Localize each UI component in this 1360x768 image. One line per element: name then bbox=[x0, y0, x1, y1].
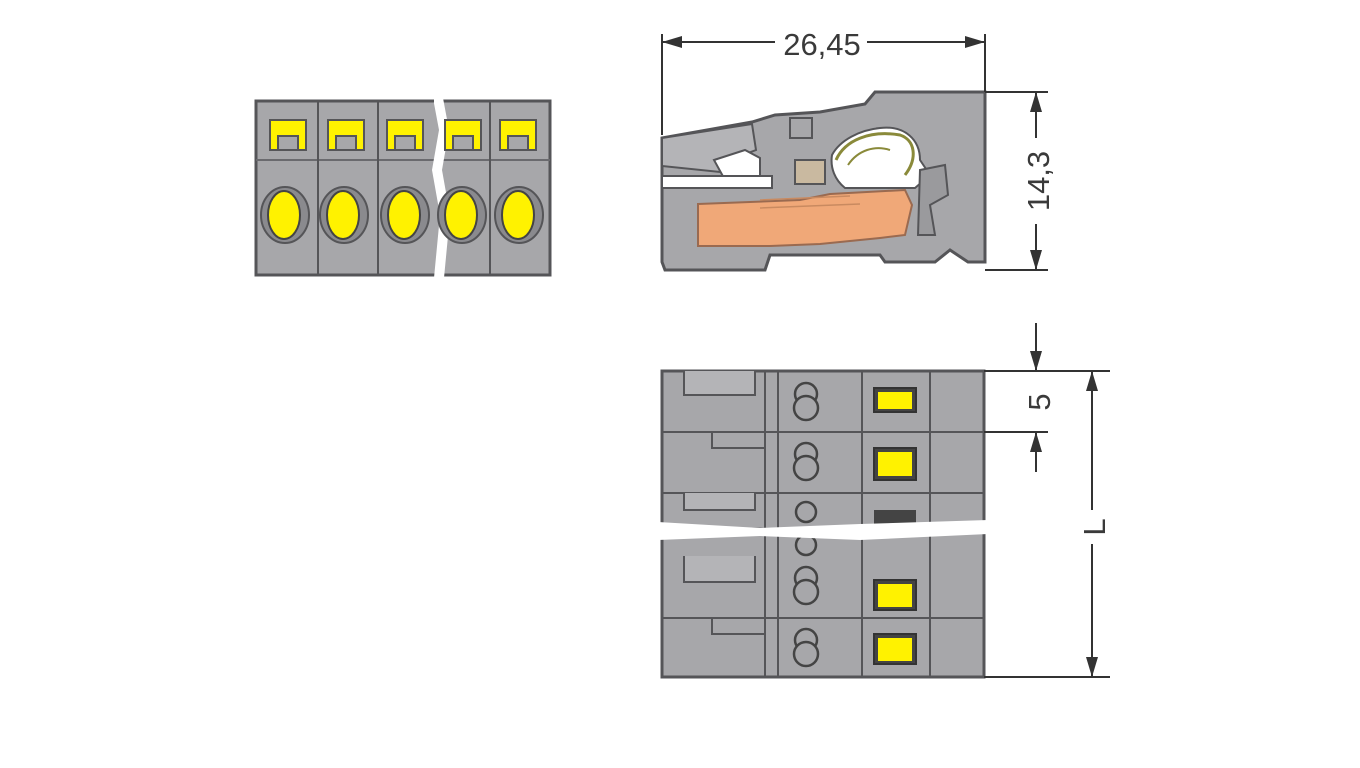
top-pole-4 bbox=[662, 556, 984, 619]
dimension-width-label: 26,45 bbox=[783, 27, 861, 62]
top-pole-2 bbox=[662, 432, 984, 494]
front-view bbox=[254, 98, 552, 278]
side-view bbox=[660, 90, 987, 272]
dimension-height: 14,3 bbox=[985, 91, 1056, 271]
front-module-1 bbox=[260, 119, 310, 244]
dimension-length-label: L bbox=[1077, 518, 1112, 535]
top-pole-1 bbox=[662, 371, 984, 433]
dimension-pitch-label: 5 bbox=[1022, 393, 1057, 410]
front-module-5 bbox=[494, 119, 544, 244]
dimension-width: 26,45 bbox=[661, 27, 986, 135]
top-view bbox=[658, 369, 988, 679]
dimension-height-label: 14,3 bbox=[1021, 151, 1056, 211]
front-module-2 bbox=[319, 119, 369, 244]
front-module-3 bbox=[380, 119, 430, 244]
dimension-length: L bbox=[984, 371, 1112, 678]
front-module-4 bbox=[437, 119, 487, 244]
break-gap bbox=[658, 520, 988, 540]
dimension-pitch: 5 bbox=[984, 323, 1110, 472]
top-pole-5 bbox=[711, 618, 917, 668]
